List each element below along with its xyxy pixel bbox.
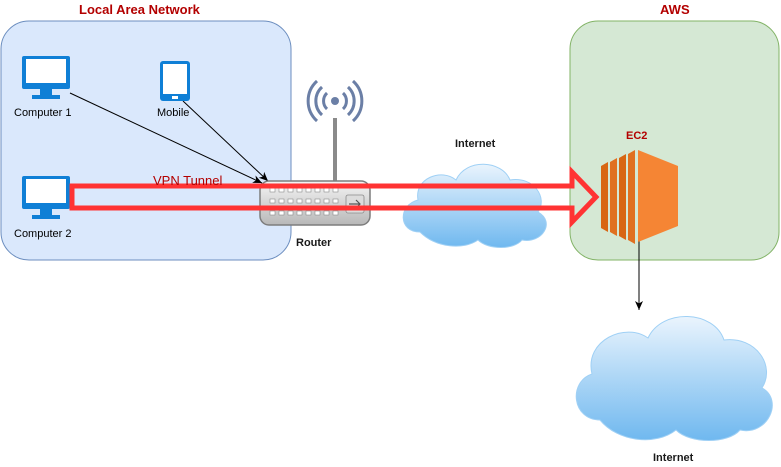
computer1-label: Computer 1 (14, 107, 72, 119)
internet-top-label: Internet (455, 138, 496, 150)
internet-cloud-bottom-icon (575, 316, 773, 441)
computer2-label: Computer 2 (14, 228, 72, 240)
vpn-tunnel-label: VPN Tunnel (153, 173, 223, 188)
mobile-router-link (182, 100, 269, 182)
mobile-label: Mobile (157, 107, 190, 119)
mobile-icon (160, 61, 190, 101)
vpn-tunnel-arrow (69, 165, 600, 229)
aws-group-title: AWS (660, 2, 690, 17)
ec2-instance-icon (601, 150, 678, 244)
router-label: Router (296, 237, 332, 249)
computer1-router-link (69, 92, 263, 184)
computer1-icon (22, 56, 70, 99)
internet-bottom-label: Internet (653, 452, 694, 464)
ec2-label: EC2 (626, 130, 648, 142)
computer2-icon (22, 176, 70, 219)
lan-group-title: Local Area Network (79, 2, 200, 17)
